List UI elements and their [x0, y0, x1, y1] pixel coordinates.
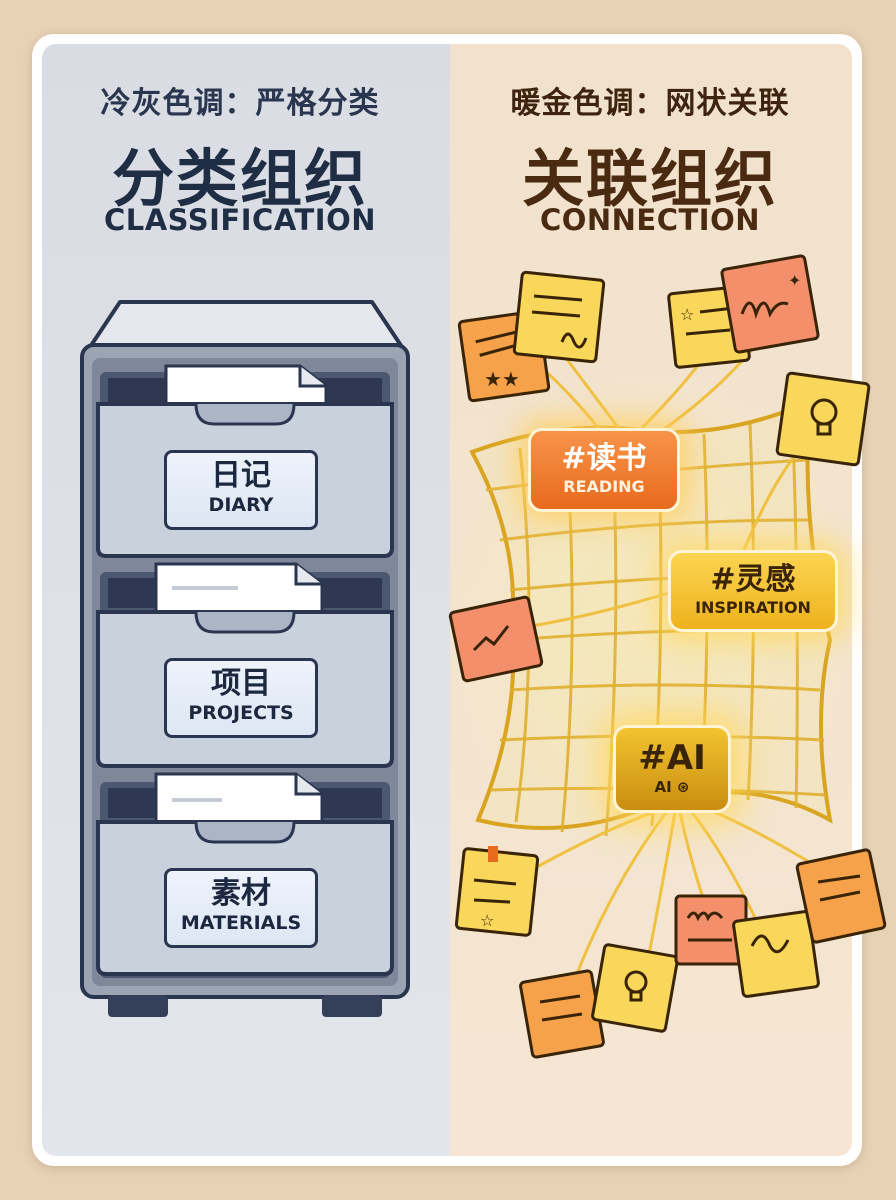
tag-reading: #读书 READING [528, 428, 680, 512]
drawer-label-zh: 素材 [211, 876, 271, 911]
svg-text:☆: ☆ [680, 305, 694, 324]
right-title-en: CONNECTION [539, 203, 761, 237]
right-subtitle: 暖金色调：网状关联 [510, 86, 790, 121]
drawer-label-en: DIARY [208, 494, 274, 516]
right-title: 关联组织 [521, 142, 778, 215]
lightbulb-icon [775, 371, 871, 467]
brain-icon: ⊛ [676, 778, 690, 796]
tag-sub: READING [563, 477, 645, 496]
left-title: 分类组织 [111, 142, 368, 215]
drawer-label-zh: 日记 [211, 458, 271, 493]
tag-label: #灵感 [710, 562, 796, 597]
drawer-label-zh: 项目 [211, 666, 271, 701]
left-subtitle: 冷灰色调：严格分类 [100, 86, 380, 121]
tag-inspiration: #灵感 INSPIRATION [668, 550, 838, 632]
tag-label: #AI [638, 738, 706, 778]
svg-text:★★: ★★ [484, 367, 520, 391]
left-title-en: CLASSIFICATION [103, 203, 377, 237]
svg-text:☆: ☆ [480, 911, 494, 930]
drawer-label-en: PROJECTS [188, 702, 294, 724]
drawer-label-projects: 项目 PROJECTS [164, 658, 318, 738]
tag-sub-text: AI [654, 778, 672, 796]
drawer-label-en: MATERIALS [180, 912, 302, 934]
tag-label: #读书 [561, 441, 647, 476]
tag-sub: INSPIRATION [695, 598, 811, 617]
svg-text:✦: ✦ [788, 271, 801, 290]
drawer-label-materials: 素材 MATERIALS [164, 868, 318, 948]
drawer-label-diary: 日记 DIARY [164, 450, 318, 530]
tag-sub: AI ⊛ [616, 778, 728, 796]
tag-ai: #AI AI ⊛ [613, 725, 731, 813]
